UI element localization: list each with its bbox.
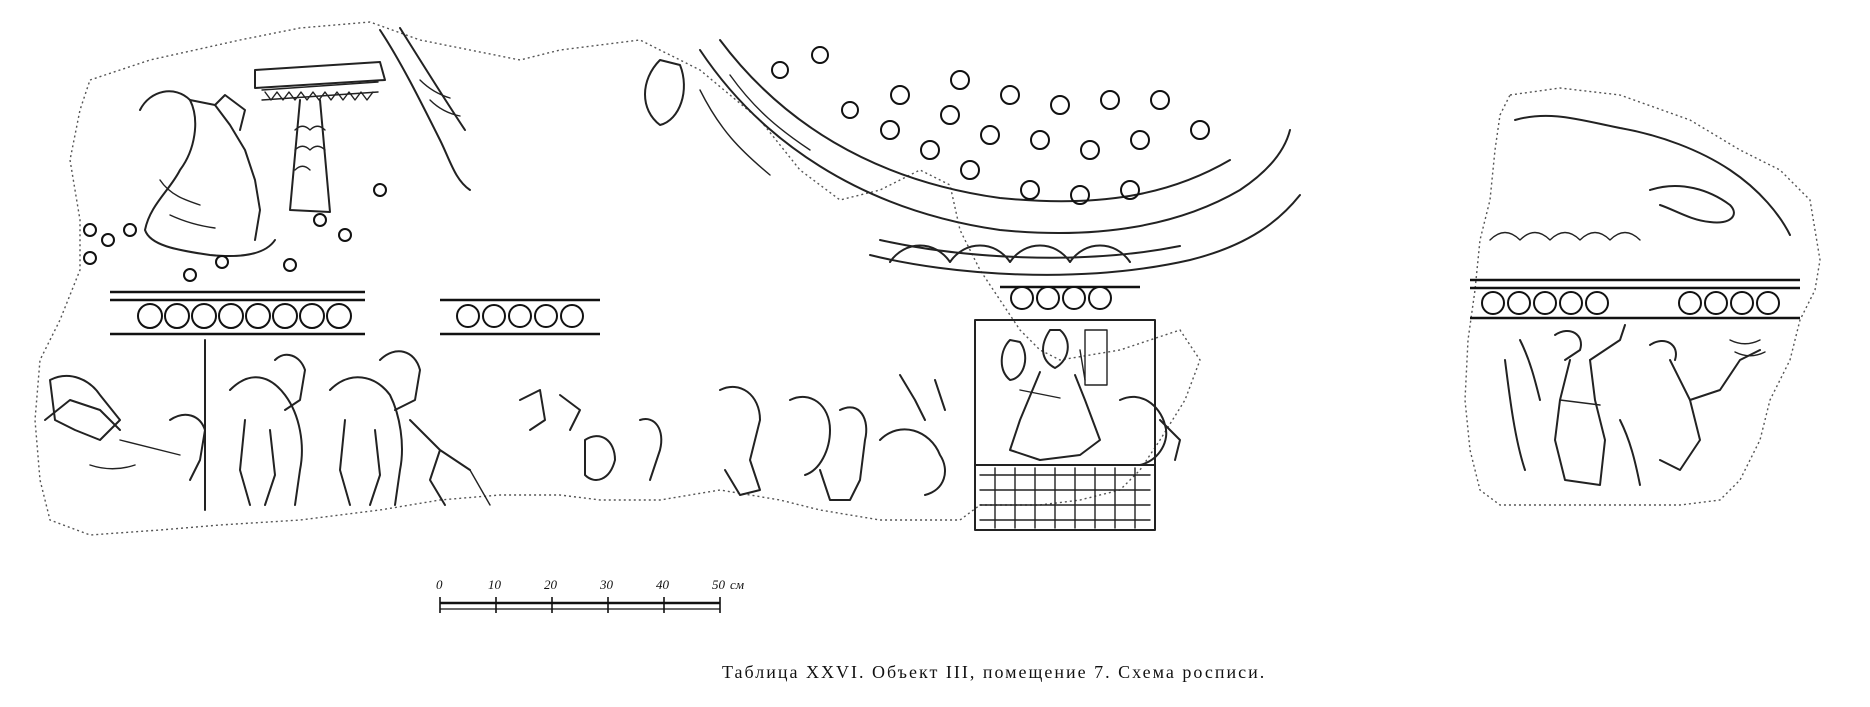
scale-tick-30: 30 [599, 577, 614, 592]
scale-tick-10: 10 [488, 577, 502, 592]
horse-riders-drawing [44, 339, 581, 511]
scale-tick-20: 20 [544, 577, 558, 592]
scale-bar: 0 10 20 30 40 50 см [436, 577, 744, 613]
center-figures [584, 374, 1181, 501]
pearl-band-left [110, 290, 365, 336]
scale-unit: см [730, 577, 744, 592]
left-fragment [34, 21, 1301, 536]
scale-tick-0: 0 [436, 577, 443, 592]
cloud-motif [1489, 114, 1791, 241]
arch-rosette-panel [644, 39, 1301, 310]
scale-tick-40: 40 [656, 577, 670, 592]
enthroned-figure-drawing [83, 90, 387, 282]
niche-seated-figure [974, 319, 1156, 531]
pearl-band-arch [1000, 285, 1140, 310]
pearl-band-center [440, 298, 600, 336]
plate-caption: Таблица XXVI. Объект III, помещение 7. С… [722, 662, 1267, 682]
right-fragment [1464, 87, 1821, 506]
pearl-band-right [1470, 278, 1800, 320]
canopy-drawing [254, 27, 471, 213]
scale-tick-50: 50 [712, 577, 726, 592]
dancing-figures [1504, 324, 1766, 486]
